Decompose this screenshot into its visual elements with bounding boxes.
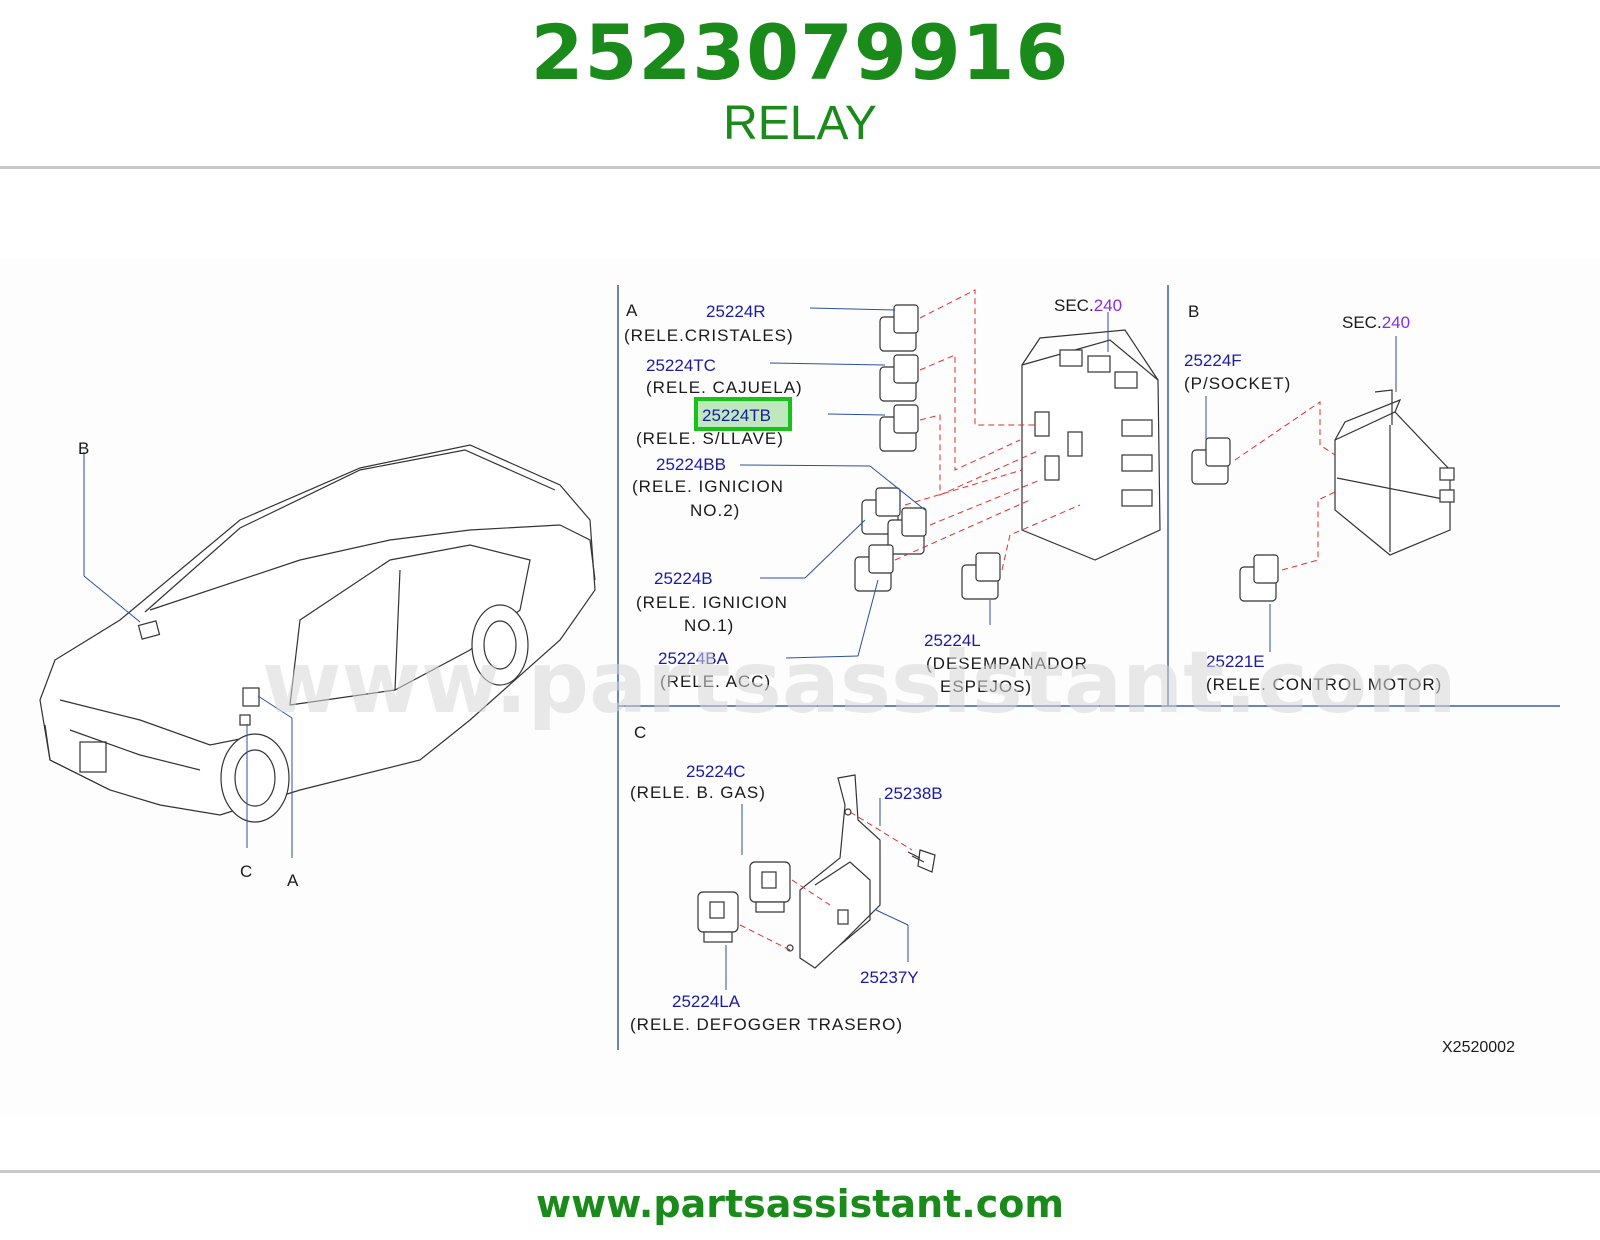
- part-desc-25224c: (RELE. B. GAS): [630, 783, 766, 802]
- part-desc-25224l-line1: (DESEMPANADOR: [926, 654, 1088, 673]
- part-desc-25224f: (P/SOCKET): [1184, 374, 1291, 393]
- part-desc-25224tc: (RELE. CAJUELA): [646, 378, 803, 397]
- part-number-25224bb[interactable]: 25224BB: [656, 455, 726, 474]
- part-desc-25224la: (RELE. DEFOGGER TRASERO): [630, 1015, 903, 1034]
- relay-socket-block: [1334, 389, 1455, 556]
- section-c: C 25224C (RELE. B. GAS) 25238B 25237Y 2: [630, 723, 943, 1034]
- part-number-25224f[interactable]: 25224F: [1184, 351, 1242, 370]
- car-callouts: B C A: [78, 439, 299, 890]
- dashed-routing-a: [894, 289, 1081, 571]
- part-desc-25221e: (RELE. CONTROL MOTOR): [1206, 675, 1442, 694]
- section-a-letter: A: [626, 301, 638, 320]
- bolt-25238b: [849, 811, 936, 873]
- section-b: B SEC.240 25224F (P/SOCKET) 25221E (RELE…: [1184, 302, 1455, 694]
- part-desc-25224b-line2: NO.1): [684, 616, 734, 635]
- part-desc-25224tb: (RELE. S/LLAVE): [636, 429, 784, 448]
- relay-icon-25224f: [1191, 437, 1231, 485]
- leaders-a: [739, 307, 991, 659]
- part-number-25224tb[interactable]: 25224TB: [702, 406, 771, 425]
- part-number-25224ba[interactable]: 25224BA: [658, 649, 729, 668]
- part-desc-25224b-line1: (RELE. IGNICION: [636, 593, 788, 612]
- section-a: A SEC.240: [624, 289, 1161, 696]
- section-b-sec-ref: SEC.240: [1342, 313, 1410, 332]
- section-c-letter: C: [634, 723, 647, 742]
- highlight-box-25224tb: [694, 397, 792, 431]
- part-number-25224l[interactable]: 25224L: [924, 631, 981, 650]
- part-desc-25224bb-line2: NO.2): [690, 501, 740, 520]
- callout-a: A: [287, 871, 299, 890]
- part-number-title: 2523079916: [530, 8, 1070, 97]
- dash-25224f: [1234, 401, 1336, 461]
- section-a-sec-ref: SEC.240: [1054, 296, 1122, 315]
- callout-c: C: [240, 862, 253, 881]
- part-desc-25224bb-line1: (RELE. IGNICION: [632, 477, 784, 496]
- dash-25224c: [791, 879, 831, 906]
- mounting-bracket: [786, 774, 881, 969]
- section-b-letter: B: [1188, 302, 1200, 321]
- illustration-code: X2520002: [1442, 1039, 1515, 1056]
- part-desc-25224r: (RELE.CRISTALES): [624, 326, 794, 345]
- part-number-25224tc[interactable]: 25224TC: [646, 356, 716, 375]
- part-number-25237y[interactable]: 25237Y: [860, 968, 919, 987]
- relay-icons-a: [854, 304, 1001, 600]
- callout-b: B: [78, 439, 90, 458]
- part-desc-25224ba: (RELE. ACC): [660, 672, 771, 691]
- footer-divider: [0, 1170, 1600, 1173]
- relay-icon-25224la: [697, 891, 739, 943]
- watermark: www.partsassistant.com: [262, 633, 1457, 733]
- relay-icon-25224c: [749, 861, 791, 913]
- part-desc-25224l-line2: ESPEJOS): [940, 677, 1032, 696]
- header: 2523079916 RELAY: [0, 0, 1600, 170]
- part-name-subtitle: RELAY: [723, 97, 877, 150]
- part-number-25224b[interactable]: 25224B: [654, 569, 713, 588]
- car-illustration: [39, 444, 596, 823]
- fuse-box-a: SEC.240: [1021, 296, 1161, 561]
- header-divider: [0, 166, 1600, 169]
- footer-url-link[interactable]: www.partsassistant.com: [536, 1182, 1064, 1226]
- part-number-25224c[interactable]: 25224C: [686, 762, 746, 781]
- part-number-25224la[interactable]: 25224LA: [672, 992, 741, 1011]
- relay-icon-25221e: [1239, 554, 1279, 602]
- part-number-25238b[interactable]: 25238B: [884, 784, 943, 803]
- part-number-25221e[interactable]: 25221E: [1206, 652, 1265, 671]
- part-number-25224r[interactable]: 25224R: [706, 302, 766, 321]
